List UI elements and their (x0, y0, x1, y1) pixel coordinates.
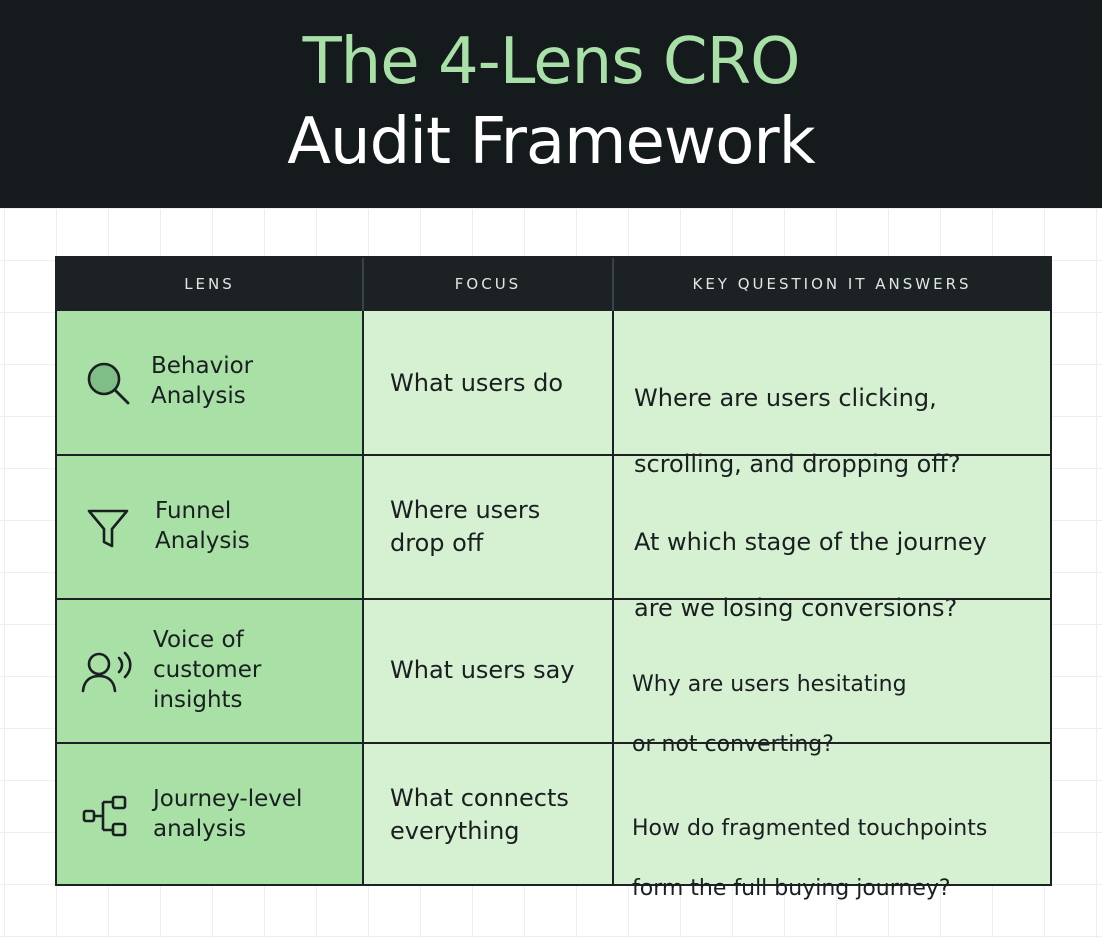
column-divider (612, 311, 614, 884)
focus-text: What users say (390, 656, 575, 684)
row-divider (57, 742, 1050, 744)
title-line-2: Audit Framework (287, 105, 815, 179)
table-row: Behavior Analysis What users do Where ar… (57, 311, 1050, 478)
lens-label: Behavior Analysis (151, 353, 254, 409)
row-divider (57, 454, 1050, 456)
question-text: At which stage of the journey are we los… (634, 528, 987, 622)
lens-cell (57, 456, 362, 598)
funnel-icon (87, 509, 129, 548)
column-divider (362, 311, 364, 884)
table-row: Voice of customer insights What users sa… (57, 600, 1050, 757)
header-divider (612, 258, 614, 311)
header-divider (362, 258, 364, 311)
magnifier-icon (87, 362, 130, 405)
table-row: Journey-level analysis What connects eve… (57, 744, 1050, 901)
lens-label: Voice of customer insights (153, 627, 262, 713)
user-voice-icon (81, 651, 132, 693)
lens-label: Funnel Analysis (155, 498, 250, 554)
column-header-lens: LENS (184, 275, 235, 293)
column-header-focus: FOCUS (454, 275, 522, 293)
table-header-row: LENS FOCUS KEY QUESTION IT ANSWERS (57, 258, 1050, 311)
column-header-key-question: KEY QUESTION IT ANSWERS (692, 275, 972, 293)
title-line-1: The 4-Lens CRO (302, 25, 801, 99)
lens-cell (57, 744, 362, 884)
header-banner: The 4-Lens CRO Audit Framework (0, 0, 1102, 208)
flow-nodes-icon (82, 795, 127, 837)
focus-text: What connects everything (390, 784, 569, 845)
row-divider (57, 598, 1050, 600)
focus-text: What users do (390, 369, 564, 397)
focus-text: Where users drop off (390, 496, 541, 557)
lens-label: Journey-level analysis (153, 786, 303, 842)
framework-table: LENS FOCUS KEY QUESTION IT ANSWERS Behav… (55, 256, 1052, 901)
question-text: Why are users hesitating or not converti… (632, 672, 907, 757)
table-row: Funnel Analysis Where users drop off At … (57, 456, 1050, 622)
question-text: How do fragmented touchpoints form the f… (632, 816, 988, 901)
